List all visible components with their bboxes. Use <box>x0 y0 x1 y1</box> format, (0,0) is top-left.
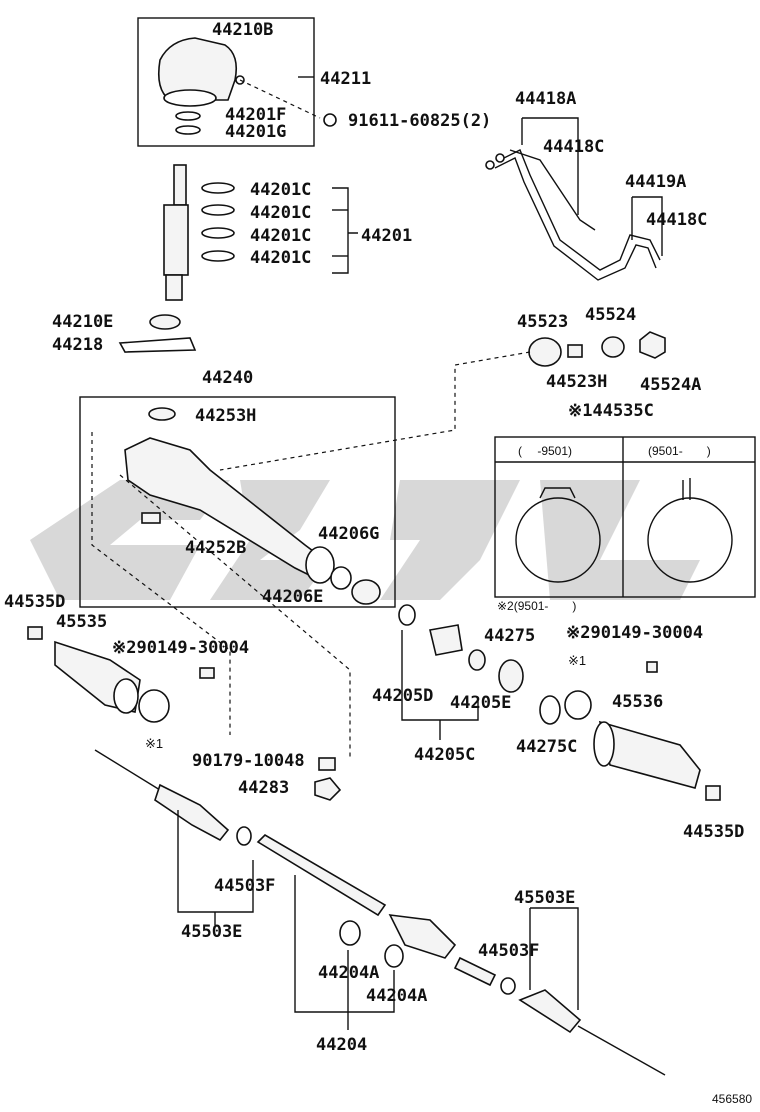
tie-rod-left <box>94 749 230 842</box>
callout-44204A-2: 44204A <box>366 986 427 1006</box>
bearing-44210E <box>149 314 181 330</box>
callout-44211: 44211 <box>320 69 371 89</box>
gear-housing-44240 <box>124 437 335 584</box>
clamp-table-col2: (9501- ) <box>648 444 711 458</box>
ring-44205E <box>468 649 486 671</box>
callout-44206E: 44206E <box>262 587 323 607</box>
clamp-table-col1: ( -9501) <box>518 444 572 458</box>
callout-44205C: 44205C <box>414 745 475 765</box>
ring-44201G <box>175 125 201 135</box>
nut-45524 <box>601 336 625 358</box>
gear-housing-box <box>79 396 396 608</box>
callout-45535: 45535 <box>56 612 107 632</box>
callout-90149-left: ※290149-30004 <box>112 638 249 658</box>
callout-44253H: 44253H <box>195 406 256 426</box>
note-mark-1-left: ※1 <box>145 736 163 751</box>
nut-44503F-right <box>500 977 516 995</box>
gasket-44218 <box>118 337 197 353</box>
callout-45503E-right: 45503E <box>514 888 575 908</box>
ring-44206G <box>330 566 352 590</box>
callout-90179: 90179-10048 <box>192 751 305 771</box>
callout-45536: 45536 <box>612 692 663 712</box>
callout-44535D-left: 44535D <box>4 592 65 612</box>
seal-44206E <box>351 579 381 605</box>
seal-rings-44201C <box>201 182 235 262</box>
callout-44204A-1: 44204A <box>318 963 379 983</box>
callout-44523H: 44523H <box>546 372 607 392</box>
callout-45503E-left: 45503E <box>181 922 242 942</box>
callout-44204: 44204 <box>316 1035 367 1055</box>
callout-44535D-right: 44535D <box>683 822 744 842</box>
bolt-91611 <box>323 113 337 127</box>
bush-44253H <box>148 407 176 421</box>
oil-seal-44201F <box>175 111 201 121</box>
rack-bar <box>256 833 497 987</box>
ring-44204A-1 <box>339 920 361 946</box>
callout-44210E: 44210E <box>52 312 113 332</box>
callout-90149-right: ※290149-30004 <box>566 623 703 643</box>
ring-44204A-2 <box>384 944 404 968</box>
callout-44418A: 44418A <box>515 89 576 109</box>
plug-44252B <box>141 512 161 524</box>
callout-44201C-1: 44201C <box>250 180 311 200</box>
clamp-44535C-right <box>564 690 592 720</box>
boot-45535 <box>27 626 141 714</box>
callout-44503F-right: 44503F <box>478 941 539 961</box>
callout-44201F: 44201F <box>225 105 286 125</box>
callout-44275: 44275 <box>484 626 535 646</box>
note-mark-1-right: ※1 <box>568 653 586 668</box>
callout-44201: 44201 <box>361 226 412 246</box>
screw-44523H <box>567 344 583 358</box>
bush-44205C <box>429 624 463 656</box>
diagram-id: 456580 <box>712 1092 752 1106</box>
ring-44275C <box>539 695 561 725</box>
callout-44206G: 44206G <box>318 524 379 544</box>
clamp-table-note: ※2(9501- ) <box>497 599 576 613</box>
cap-45523 <box>528 337 562 367</box>
callout-44205D: 44205D <box>372 686 433 706</box>
boot-45536 <box>593 720 701 789</box>
callout-45524A: 45524A <box>640 375 701 395</box>
callout-44418C-1: 44418C <box>543 137 604 157</box>
clamp-table <box>494 436 756 598</box>
callout-45523: 45523 <box>517 312 568 332</box>
callout-91611: 91611-60825(2) <box>348 111 491 131</box>
nut-44503F-left <box>236 826 252 846</box>
support-44275 <box>498 659 524 693</box>
valve-housing <box>157 37 245 107</box>
callout-44201C-2: 44201C <box>250 203 311 223</box>
callout-44240: 44240 <box>202 368 253 388</box>
callout-44205E: 44205E <box>450 693 511 713</box>
tie-rod-right <box>518 989 666 1076</box>
bolt-90149-right <box>646 661 658 673</box>
callout-45524: 45524 <box>585 305 636 325</box>
callout-44418C-2: 44418C <box>646 210 707 230</box>
callout-44535C: ※144535C <box>568 401 654 421</box>
grommet-44283 <box>314 777 342 801</box>
bolt-90149-left <box>199 667 215 679</box>
clamp-44535D-right <box>705 785 721 801</box>
locknut-45524A <box>639 331 666 359</box>
screw-90179 <box>318 757 336 771</box>
callout-44201C-3: 44201C <box>250 226 311 246</box>
callout-44275C: 44275C <box>516 737 577 757</box>
housing-group-box <box>137 17 315 147</box>
callout-44218: 44218 <box>52 335 103 355</box>
pressure-tubes <box>485 149 661 281</box>
callout-44201G: 44201G <box>225 122 286 142</box>
callout-44210B: 44210B <box>212 20 273 40</box>
pinion-shaft <box>163 164 189 301</box>
callout-44252B: 44252B <box>185 538 246 558</box>
callout-44503F-left: 44503F <box>214 876 275 896</box>
clamp-44535C-left <box>138 689 170 723</box>
callout-44419A: 44419A <box>625 172 686 192</box>
callout-44283: 44283 <box>238 778 289 798</box>
ring-44205D <box>398 604 416 626</box>
callout-44201C-4: 44201C <box>250 248 311 268</box>
